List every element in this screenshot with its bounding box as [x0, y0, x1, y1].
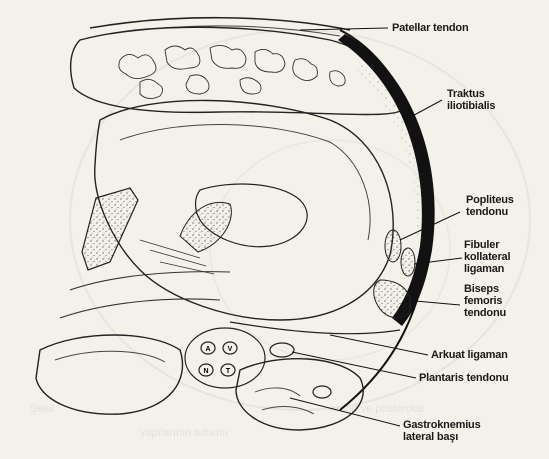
gastrocnemius-lateral-head [236, 359, 363, 430]
fibular-collateral-shape [401, 248, 415, 276]
nv-bundle: A V N T [199, 342, 237, 376]
label-line: Arkuat ligaman [431, 349, 508, 361]
condyle-inner-line [120, 124, 370, 240]
label-arkuat-ligaman: Arkuat ligaman [431, 349, 508, 361]
lower-muscle-left [36, 335, 183, 414]
label-patellar-tendon: Patellar tendon [392, 22, 469, 34]
ghost-text-3: yapılarının tutumu [140, 427, 228, 439]
vein-mark: V [228, 346, 233, 353]
label-line: Traktus [447, 88, 485, 100]
lower-muscle-left-inner [55, 351, 165, 362]
label-line: femoris [464, 295, 502, 307]
cruciate-ligament [180, 202, 231, 252]
label-line: tendonu [464, 307, 506, 319]
label-line: tendonu [466, 206, 508, 218]
label-line: Gastroknemius [403, 419, 481, 431]
label-line: Plantaris tendonu [419, 372, 509, 384]
label-line: Fibuler [464, 239, 500, 251]
label-plantaris-tendonu: Plantaris tendonu [419, 372, 509, 384]
label-line: lateral başı [403, 431, 458, 443]
biceps-femoris-shape [374, 280, 411, 318]
artery-mark: A [205, 346, 210, 353]
label-line: kollateral [464, 251, 510, 263]
gastro-oval [313, 386, 331, 398]
tibial-plateau-lines [60, 272, 230, 318]
label-line: ligaman [464, 263, 505, 275]
nv-outline [185, 328, 265, 388]
arcuate-ligament-line [230, 322, 400, 334]
ghost-text-2: ratind ve posterolat [330, 403, 424, 415]
label-line: iliotibialis [447, 100, 495, 112]
nerve-mark: N [203, 368, 208, 375]
label-line: Popliteus [466, 194, 514, 206]
ghost-text-1: Şekil [30, 403, 54, 415]
popliteus-tendon-shape [385, 230, 401, 262]
label-line: Patellar tendon [392, 22, 469, 34]
tibial-mark: T [226, 368, 231, 375]
fat-pad [119, 45, 345, 98]
plantaris-shape [270, 343, 294, 357]
label-line: Biseps [464, 283, 499, 295]
